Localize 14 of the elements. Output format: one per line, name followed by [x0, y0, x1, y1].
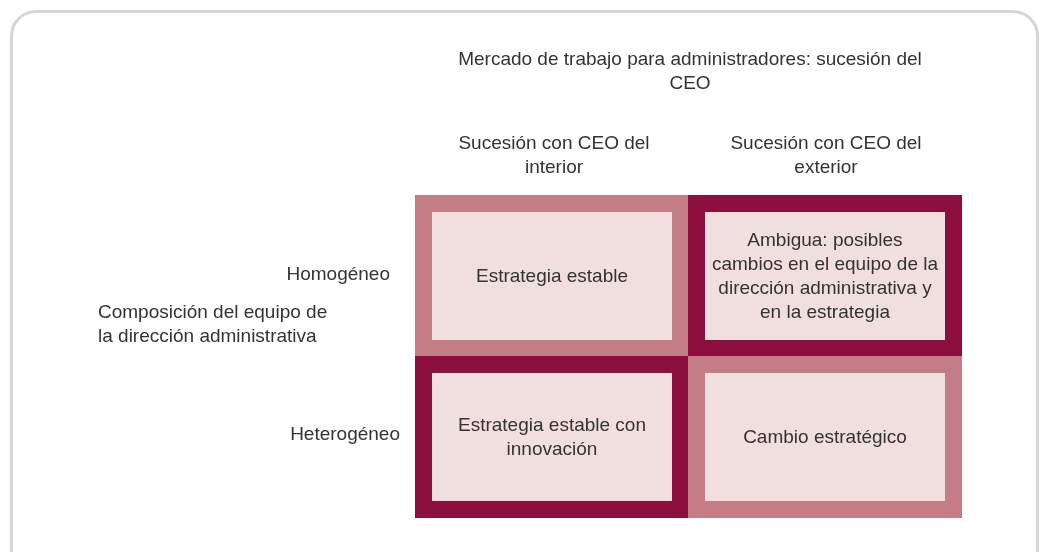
cell-text: Estrategia estable con innovación: [457, 413, 647, 461]
row-header: Heterogéneo: [289, 422, 400, 446]
row-header: Homogéneo: [285, 262, 390, 286]
matrix-cell: [415, 195, 689, 357]
matrix-cell: [688, 356, 962, 518]
cell-text: Ambigua: posibles cambios en el equipo de la dirección administrativa y en la estrategia: [710, 228, 939, 324]
axis-title: Composición del equipo de la dirección administrativa: [98, 300, 328, 348]
cell-text: Estrategia estable: [474, 264, 630, 288]
axis-title: Mercado de trabajo para administradores: sucesión del CEO: [457, 47, 923, 95]
column-header: Sucesión con CEO del exterior: [729, 131, 923, 179]
matrix-cell: [415, 356, 689, 518]
matrix-cell: [688, 195, 962, 357]
cell-text: Cambio estratégico: [742, 425, 908, 449]
column-header: Sucesión con CEO del interior: [457, 131, 651, 179]
